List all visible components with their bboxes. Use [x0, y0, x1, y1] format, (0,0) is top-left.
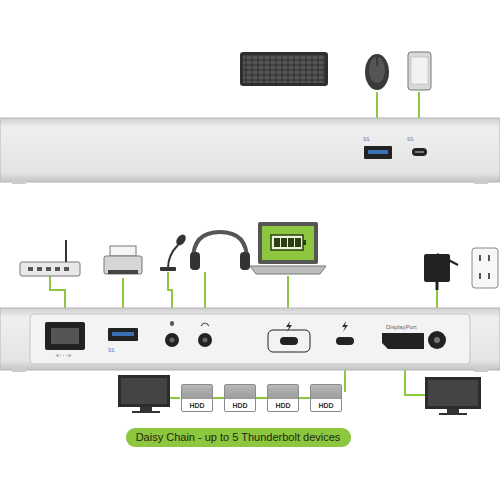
- hdd-box: HDD: [267, 384, 299, 412]
- daisy-chain-banner: Daisy Chain - up to 5 Thunderbolt device…: [126, 428, 351, 447]
- drive-label: HDD: [316, 401, 335, 411]
- daisy-chain-cable: [256, 398, 267, 399]
- banner-text: Daisy Chain - up to 5 Thunderbolt device…: [136, 430, 341, 444]
- svg-text:SS: SS: [363, 136, 369, 142]
- svg-text:<···>: <···>: [56, 352, 71, 358]
- hdd-box: HDD: [181, 384, 213, 412]
- hdd-box: HDD: [224, 384, 256, 412]
- svg-text:SS: SS: [407, 136, 413, 142]
- hdd-box: HDD: [310, 384, 342, 412]
- drive-label: HDD: [187, 401, 206, 411]
- drive-label: HDD: [230, 401, 249, 411]
- daisy-chain-cable: [213, 398, 224, 399]
- daisy-chain-cable: [299, 398, 310, 399]
- drive-label: HDD: [273, 401, 292, 411]
- svg-text:SS: SS: [108, 347, 114, 353]
- port-label: DisplayPort: [386, 323, 417, 331]
